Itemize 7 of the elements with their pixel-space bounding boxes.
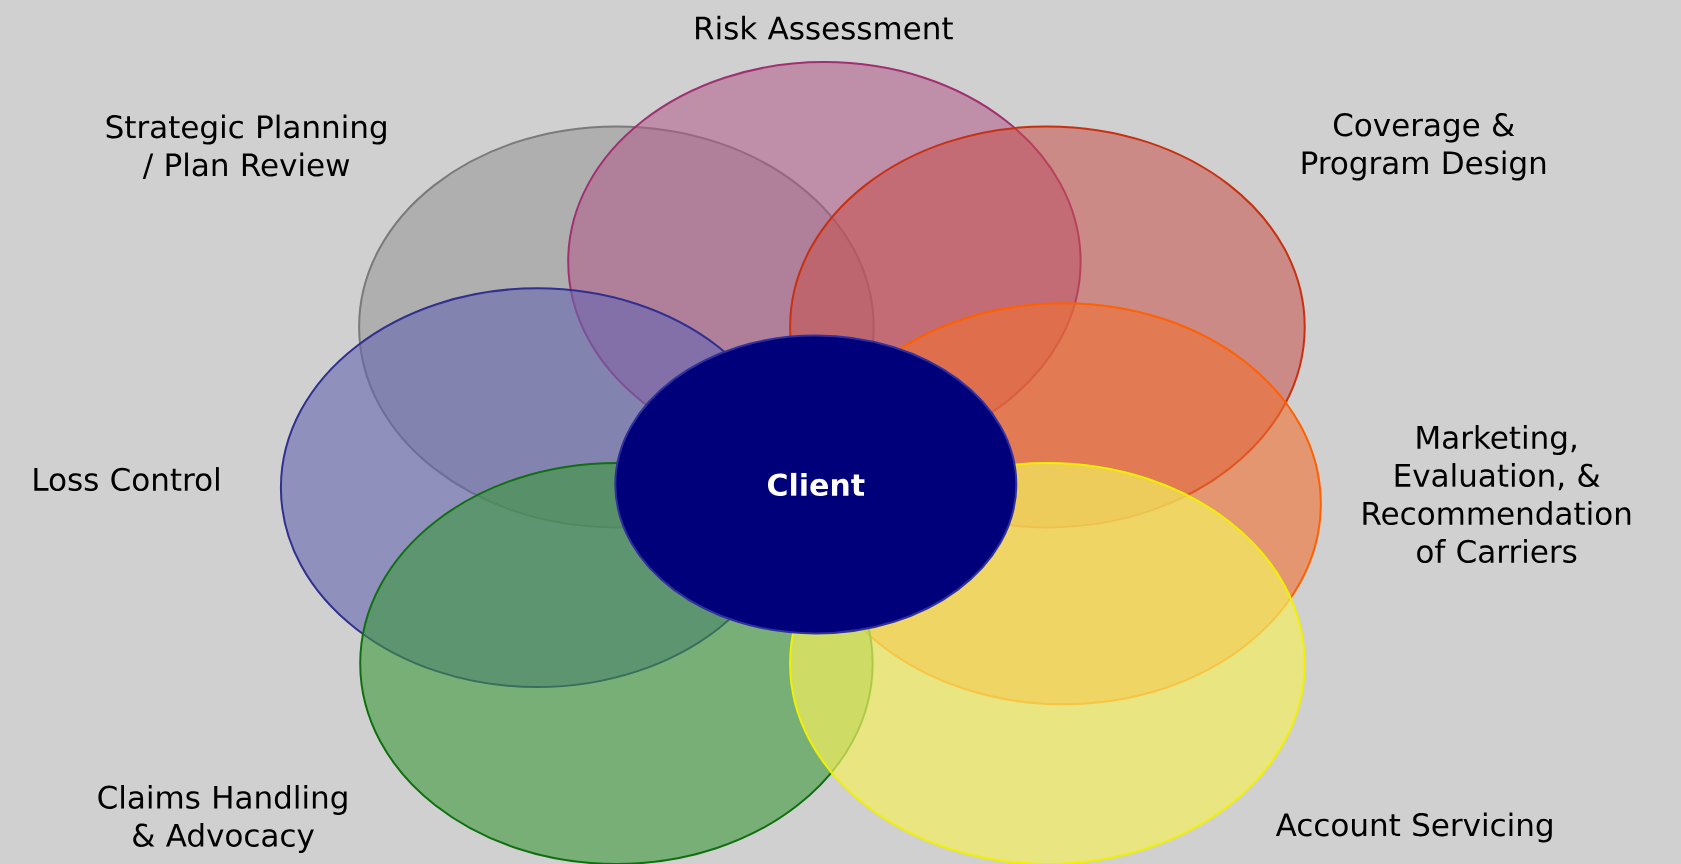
service-label: Account Servicing [1275, 812, 1552, 843]
service-label: Strategic Planning / Plan Review [106, 114, 386, 179]
service-label: Marketing, Evaluation, & Recommendation of Carriers [1363, 425, 1631, 564]
service-label: Loss Control [34, 467, 219, 492]
service-label: Claims Handling & Advocacy [98, 785, 347, 853]
service-label: Coverage & Program Design [1302, 113, 1546, 181]
service-label: Risk Assessment [696, 15, 953, 40]
